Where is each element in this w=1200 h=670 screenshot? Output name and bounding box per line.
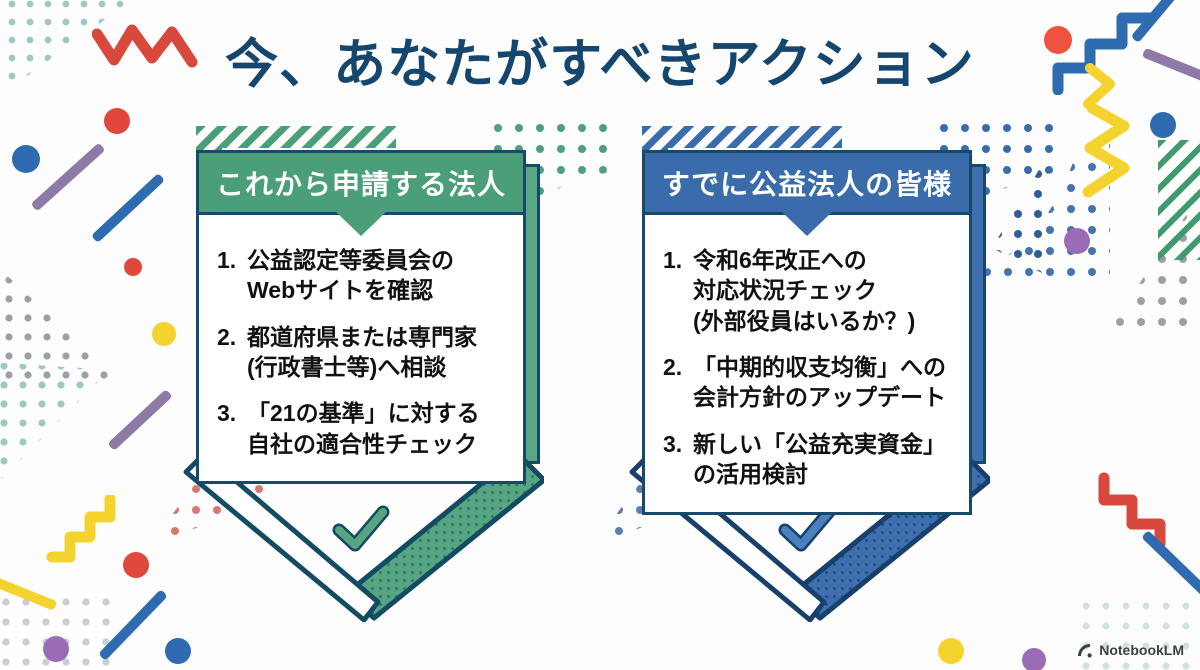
list-item-line: 令和6年改正への: [693, 247, 867, 273]
dot-grid-teal-bottomright: [1080, 600, 1200, 670]
list-item-number: 3.: [663, 430, 683, 457]
circle-purple-bottomright: [1022, 648, 1046, 670]
dot-grid-gray-rightbottom: [1102, 194, 1200, 338]
zigzag-red-bottomright: [1098, 472, 1166, 550]
list-item-text: 「中期的収支均衡」への 会計方針のアップデート: [693, 352, 946, 413]
circle-blue-right: [1150, 112, 1176, 138]
panel-header-label-left: これから申請する法人: [215, 168, 506, 200]
list-item-line: 会計方針のアップデート: [693, 384, 946, 411]
bar-blue-rightbottom: [1141, 530, 1200, 600]
panel-header-left: これから申請する法人: [199, 153, 523, 238]
bar-blue-left: [90, 172, 166, 244]
check-icon-left: [332, 505, 390, 552]
panel-header-right: すでに公益法人の皆様: [645, 153, 969, 238]
list-item-text: 都道府県または専門家 (行政書士等)へ相談: [247, 322, 477, 383]
list-item-line: (行政書士等)へ相談: [247, 354, 447, 381]
circle-purple-bottomleft: [43, 636, 69, 662]
header-notch-left: [336, 212, 386, 236]
list-item-number: 3.: [217, 400, 237, 427]
list-item-text: 「21の基準」に対する 自社の適合性チェック: [247, 398, 480, 459]
list-item: 1. 公益認定等委員会の Webサイトを確認: [217, 245, 513, 306]
bar-blue-bottomleft: [98, 589, 168, 661]
list-item-text: 令和6年改正への 対応状況チェック (外部役員はいるか？): [693, 245, 915, 336]
list-item: 1. 令和6年改正への 対応状況チェック (外部役員はいるか？): [663, 245, 959, 336]
list-item-line: 都道府県または専門家: [247, 323, 477, 350]
panel-box-left: これから申請する法人 1. 公益認定等委員会の Webサイトを確認 2.: [196, 150, 526, 485]
circle-blue-bottomleft: [165, 638, 191, 664]
list-item-line: の活用検討: [693, 461, 808, 488]
watermark: NotebookLM: [1077, 642, 1184, 658]
list-item-line: (外部役員はいるか？): [693, 307, 916, 334]
dot-grid-gray-left: [0, 268, 125, 386]
panel-box-right: すでに公益法人の皆様 1. 令和6年改正への 対応状況チェック (外部役員はいる…: [642, 150, 972, 515]
circle-red-topright: [1044, 26, 1072, 54]
list-item-line: 「中期的収支均衡」への: [693, 354, 946, 381]
circle-blue-left: [12, 145, 40, 173]
zigzag-yellow-right: [1082, 102, 1130, 198]
dot-arc-navy-right: [992, 148, 1052, 278]
bar-purple-bottomleft: [107, 389, 173, 451]
check-icon-right: [778, 505, 836, 552]
bar-yellow-bottomleft: [0, 575, 58, 611]
list-item-line: 公益認定等委員会の: [247, 247, 454, 273]
page-title: 今、あなたがすべきアクション: [225, 35, 975, 94]
list-item-number: 2.: [663, 354, 683, 381]
list-item-line: 「21の基準」に対する: [247, 400, 480, 427]
list-item-number: 1.: [663, 247, 683, 273]
list-item-line: 対応状況チェック: [693, 277, 877, 304]
watermark-label: NotebookLM: [1099, 642, 1184, 658]
notebooklm-logo-icon: [1078, 643, 1092, 657]
panel-body-left: 1. 公益認定等委員会の Webサイトを確認 2. 都道府県または専門家 (行政…: [199, 215, 523, 481]
circle-yellow-bottomleft: [152, 322, 176, 346]
hatch-green-faright: [1158, 140, 1200, 260]
list-item-number: 1.: [217, 247, 237, 273]
list-item-line: 新しい「公益充実資金」: [693, 430, 946, 457]
action-list-right: 1. 令和6年改正への 対応状況チェック (外部役員はいるか？) 2. 「中期的…: [663, 245, 959, 490]
list-item: 3. 「21の基準」に対する 自社の適合性チェック: [217, 398, 513, 459]
circle-red-small-left: [124, 258, 142, 276]
list-item-text: 公益認定等委員会の Webサイトを確認: [247, 245, 454, 306]
circle-red-bottomleft: [123, 552, 149, 578]
list-item: 2. 「中期的収支均衡」への 会計方針のアップデート: [663, 352, 959, 413]
header-notch-right: [782, 212, 832, 236]
list-item-line: Webサイトを確認: [247, 277, 434, 304]
arrow-down-left: [178, 442, 544, 622]
list-item-number: 2.: [217, 323, 237, 350]
list-item-text: 新しい「公益充実資金」 の活用検討: [693, 429, 946, 490]
list-item: 3. 新しい「公益充実資金」 の活用検討: [663, 429, 959, 490]
dot-grid-teal-bottomleft: [0, 362, 110, 480]
action-list-left: 1. 公益認定等委員会の Webサイトを確認 2. 都道府県または専門家 (行政…: [217, 245, 513, 459]
circle-purple-right: [1064, 228, 1090, 254]
list-item-line: 自社の適合性チェック: [247, 430, 477, 457]
circle-yellow-bottom: [938, 638, 964, 664]
circle-red-topleft: [104, 108, 130, 134]
panel-header-label-right: すでに公益法人の皆様: [661, 168, 953, 200]
bar-purple-left: [30, 142, 106, 212]
list-item: 2. 都道府県または専門家 (行政書士等)へ相談: [217, 322, 513, 383]
zigzag-yellow-bottomleft: [46, 495, 116, 563]
panel-body-right: 1. 令和6年改正への 対応状況チェック (外部役員はいるか？) 2. 「中期的…: [645, 215, 969, 512]
